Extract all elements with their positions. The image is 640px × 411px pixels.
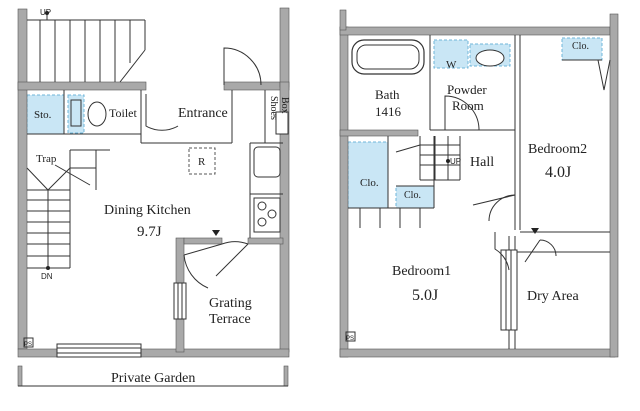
washer-space-fill [433, 39, 469, 69]
closet-b-fill [395, 185, 435, 209]
closet-b-label: Clo. [404, 190, 421, 201]
ps-label: PS [346, 336, 354, 342]
washer-label: W [446, 59, 457, 71]
entrance-arrow-icon [531, 228, 539, 234]
refrigerator-space-icon [188, 147, 216, 175]
burner-icon [257, 217, 267, 227]
entrance-label: Entrance [178, 106, 228, 121]
bath-label: Bath [375, 87, 400, 102]
stair-down-marker-icon [46, 266, 50, 270]
dining-kitchen-label: Dining Kitchen [104, 203, 191, 218]
refrigerator-label: R [198, 156, 206, 168]
toilet-tank-icon [70, 99, 82, 127]
floor-2-walls [339, 9, 619, 358]
powder-room-label-1: Powder [447, 82, 487, 97]
closet-a-fill [347, 141, 389, 209]
kitchen-sink-icon [253, 146, 281, 178]
stair-down-flight [26, 164, 96, 268]
basin-icon [475, 49, 505, 67]
stair-down-label: DN [41, 272, 53, 281]
grating-terrace-label-2: Terrace [209, 312, 251, 327]
bathtub-inner-icon [356, 44, 420, 70]
closet-c-label: Clo. [572, 41, 589, 52]
powder-room-label-2: Room [452, 98, 484, 113]
bathtub-icon [351, 39, 425, 75]
stair-up-marker-icon [446, 159, 450, 163]
trap-label: Trap [36, 153, 57, 165]
bedroom2-label: Bedroom2 [528, 142, 587, 157]
private-garden-label: Private Garden [111, 371, 195, 386]
dry-area-label: Dry Area [527, 289, 579, 304]
toilet-label: Toilet [109, 106, 137, 120]
toilet-tank-fill [67, 94, 85, 134]
stair-up-marker-icon [45, 11, 49, 15]
stair-up-label: UP [450, 157, 461, 166]
bedroom1-label: Bedroom1 [392, 264, 451, 279]
floor-1: UP Sto. Toilet Entrance Shoes Box Trap R… [17, 7, 290, 387]
floor-1-windows [56, 111, 289, 358]
floor-1-doors [145, 47, 262, 289]
toilet-bowl-icon [87, 101, 107, 127]
floor-2-windows [500, 249, 518, 331]
grating-terrace-label-1: Grating [209, 296, 252, 311]
entrance-arrow-icon [212, 230, 220, 236]
burner-icon [267, 209, 277, 219]
burner-icon [257, 201, 267, 211]
bedroom2-size: 4.0J [545, 164, 571, 181]
ps-label: PS [24, 342, 32, 348]
dining-kitchen-size: 9.7J [137, 224, 162, 240]
floor-2-stair [395, 136, 460, 180]
ps-box-icon [345, 331, 356, 342]
shoes-box-label-1: Shoes [268, 96, 279, 120]
shoes-box-label-2: Box [279, 97, 290, 114]
floor-2: W Bath 1416 Powder Room Clo. Bedroom2 4.… [339, 9, 619, 358]
stair-up-label: UP [40, 8, 51, 17]
bedroom1-size: 5.0J [412, 287, 438, 304]
hall-label: Hall [470, 155, 494, 170]
ps-box-icon [23, 337, 34, 348]
storage-label: Sto. [34, 109, 52, 121]
floor-2-doors [359, 59, 611, 271]
stair-up-flight [27, 14, 146, 83]
closet-a-label: Clo. [360, 177, 379, 189]
bath-size: 1416 [375, 104, 402, 119]
floor-1-walls [17, 7, 290, 387]
